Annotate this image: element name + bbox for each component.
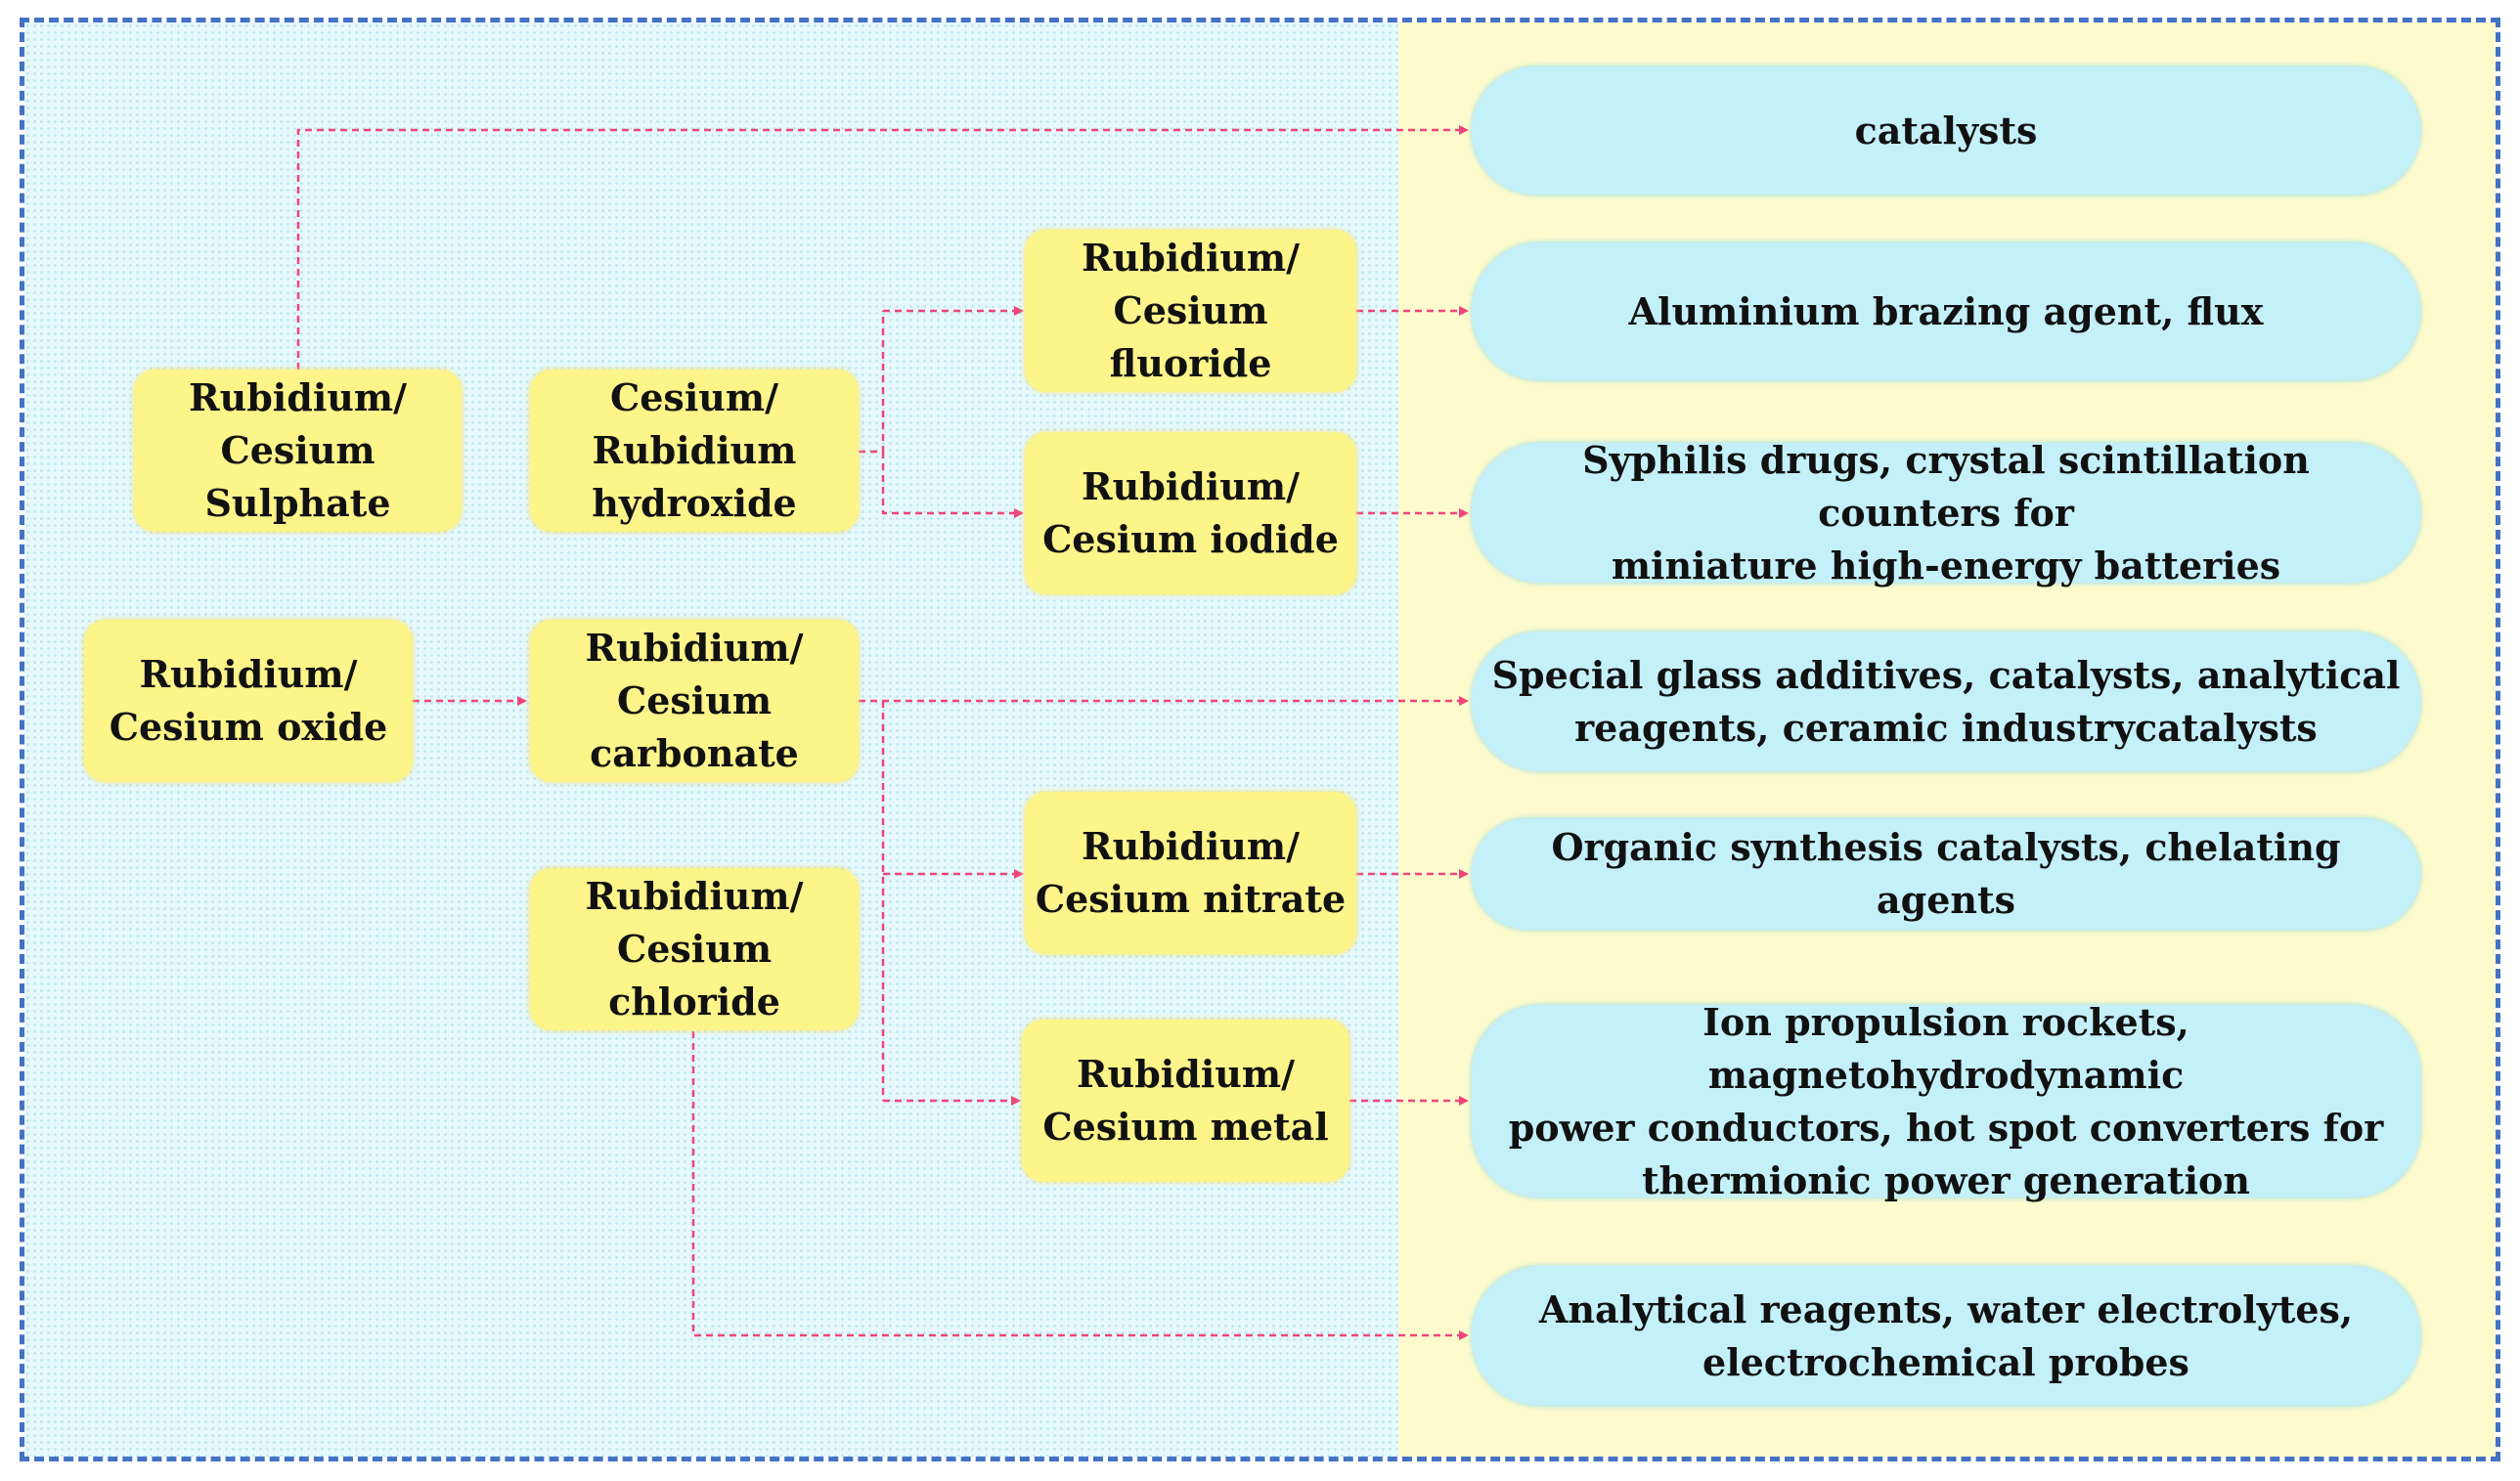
node-rubidium-cesium-carbonate: Rubidium/ Cesium carbonate [530, 620, 859, 782]
node-rubidium-cesium-iodide: Rubidium/ Cesium iodide [1025, 432, 1356, 594]
arrow-hydroxide-to-iodide [881, 452, 1024, 518]
application-catalysts: catalysts [1472, 66, 2420, 195]
node-rubidium-cesium-sulphate: Rubidium/ Cesium Sulphate [134, 370, 462, 532]
node-rubidium-cesium-oxide: Rubidium/ Cesium oxide [84, 620, 413, 782]
application-special-glass: Special glass additives, catalysts, anal… [1472, 632, 2420, 771]
application-analytical-reagents: Analytical reagents, water electrolytes,… [1472, 1266, 2420, 1406]
application-organic-synthesis: Organic synthesis catalysts, chelating a… [1472, 818, 2420, 930]
node-rubidium-cesium-chloride: Rubidium/ Cesium chloride [530, 868, 859, 1030]
application-aluminium-brazing: Aluminium brazing agent, flux [1472, 242, 2420, 380]
node-rubidium-cesium-fluoride: Rubidium/ Cesium fluoride [1025, 230, 1356, 392]
node-cesium-rubidium-hydroxide: Cesium/ Rubidium hydroxide [530, 370, 859, 532]
node-rubidium-cesium-metal: Rubidium/ Cesium metal [1022, 1020, 1349, 1182]
application-syphilis-drugs: Syphilis drugs, crystal scintillation co… [1472, 438, 2420, 588]
application-ion-propulsion: Ion propulsion rockets, magnetohydrodyna… [1472, 1000, 2420, 1202]
node-rubidium-cesium-nitrate: Rubidium/ Cesium nitrate [1025, 792, 1356, 954]
arrow-sulphate-to-catalysts [296, 125, 1469, 370]
arrow-hydroxide-trunk [859, 311, 885, 454]
